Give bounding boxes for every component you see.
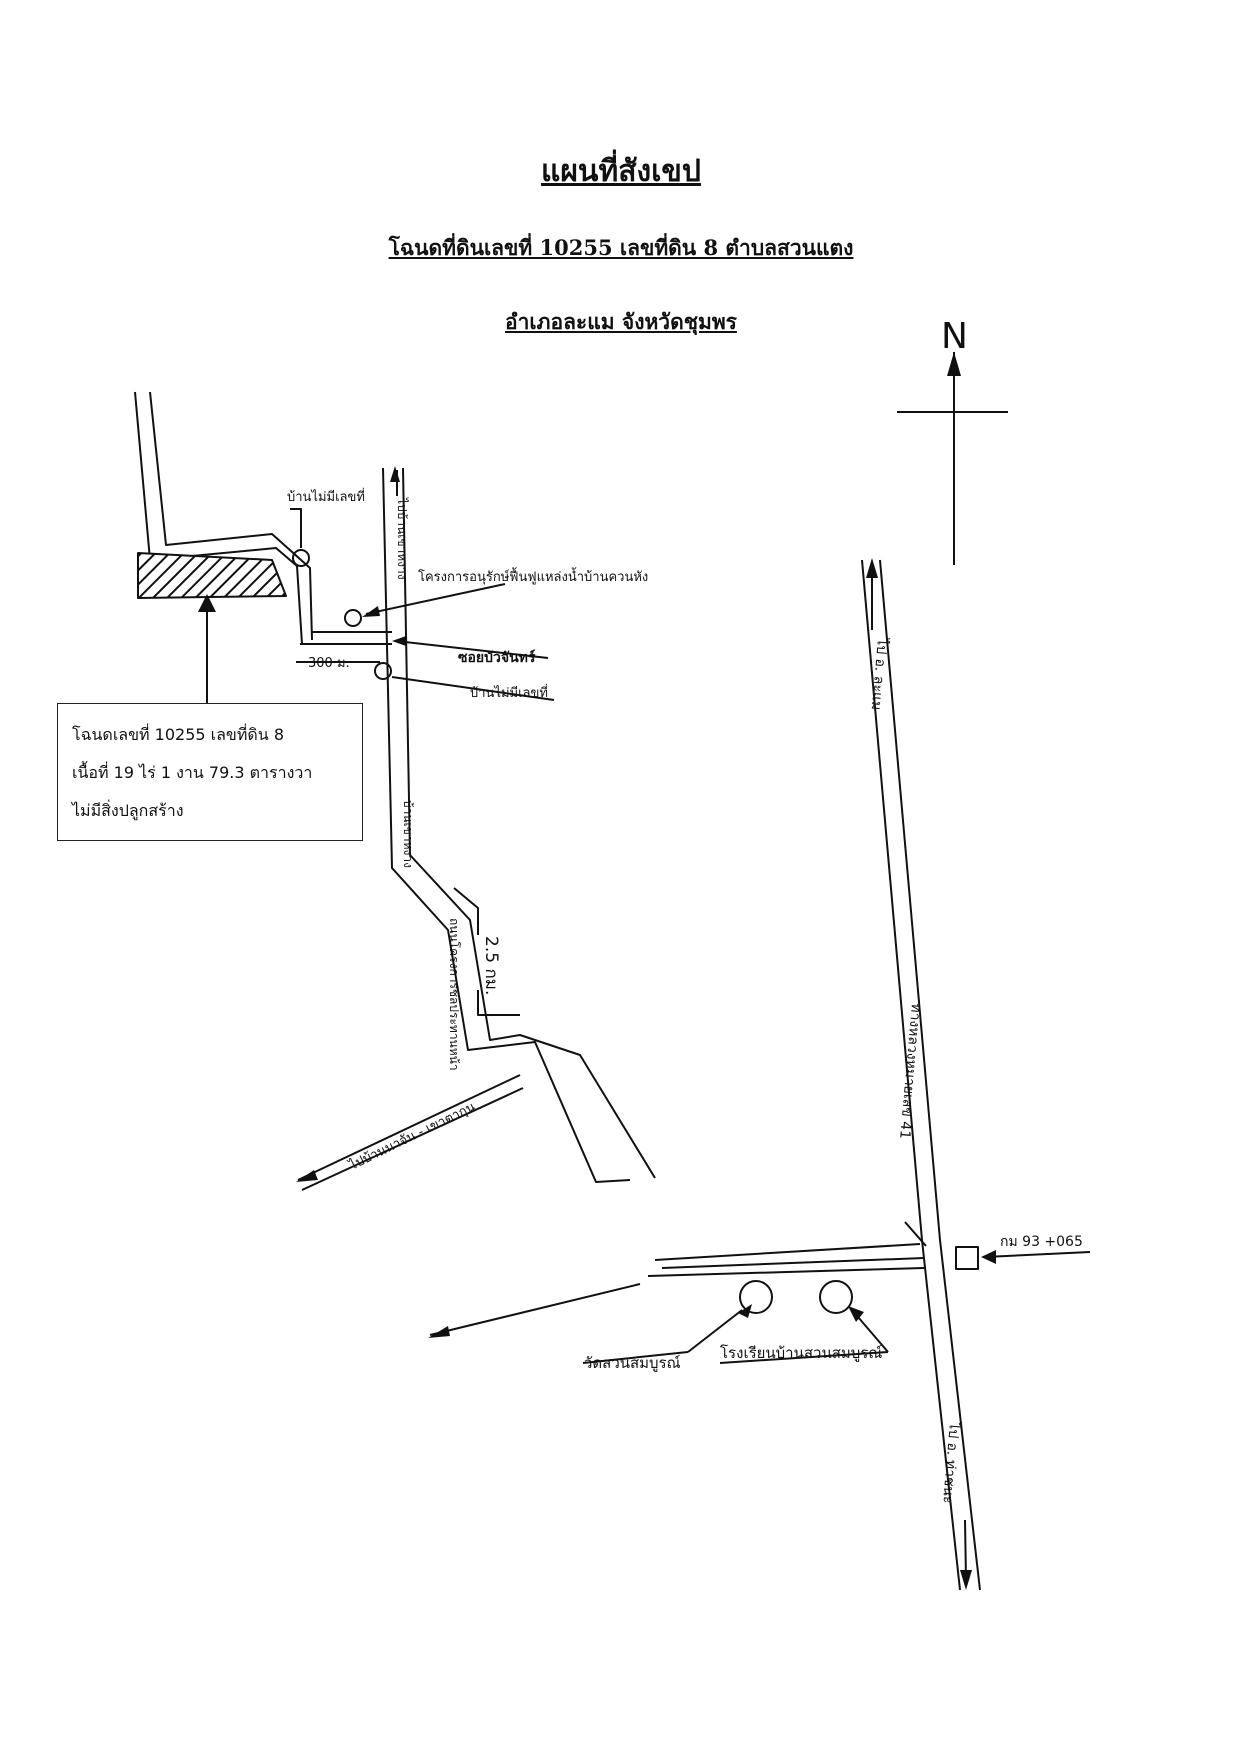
deed-info-line-1: โฉนดเลขที่ 10255 เลขที่ดิน 8: [72, 725, 284, 744]
road-left-boundary: [134, 391, 313, 645]
label-2-5km: 2.5 กม.: [481, 936, 501, 995]
school-marker: [819, 1280, 853, 1314]
label-300m: 300 ม.: [308, 656, 350, 671]
label-temple: วัดสวนสมบูรณ์: [584, 1354, 681, 1372]
label-road-inner: ถนนโครงการชลประทานหน้า: [447, 918, 461, 1071]
house-marker-bottom: [374, 662, 392, 680]
road-to-highway: [428, 1243, 925, 1338]
road-na-chan: [296, 1074, 524, 1191]
label-road-top: ไปบ้านเขาหงาง: [395, 497, 409, 580]
deed-info-line-2: เนื้อที่ 19 ไร่ 1 งาน 79.3 ตารางวา: [72, 763, 313, 782]
deed-info-box: โฉนดเลขที่ 10255 เลขที่ดิน 8 เนื้อที่ 19…: [57, 703, 363, 841]
label-house-bottom: บ้านไม่มีเลขที่: [470, 684, 548, 701]
water-project-marker: [344, 609, 362, 627]
label-soi: ซอยบัวจันทร์: [458, 649, 536, 666]
label-to-lamae: ไป อ. ละแม: [868, 637, 891, 711]
house-marker-top: [292, 549, 310, 567]
label-house-top: บ้านไม่มีเลขที่: [287, 488, 365, 505]
km-marker-box: [955, 1246, 979, 1270]
map-title: แผนที่สังเขป: [541, 154, 701, 189]
label-school: โรงเรียนบ้านสวนสมบูรณ์: [720, 1344, 882, 1362]
label-highway-41: ทางหลวงหมายเลข 41: [896, 1003, 924, 1140]
label-km-marker: กม 93 +065: [1000, 1234, 1083, 1250]
compass: [897, 352, 1008, 565]
label-north: N: [941, 316, 968, 357]
land-plot: [137, 552, 287, 599]
highway-41: [861, 558, 981, 1591]
village-road: [382, 466, 656, 1183]
label-road-mid: บ้านเขาหงาง: [401, 800, 415, 868]
district-subtitle: อำเภอละแม จังหวัดชุมพร: [505, 309, 737, 334]
label-road-na-chan: ไปบ้านนาจัน - เขาตากุน: [346, 1099, 478, 1174]
deed-subtitle: โฉนดที่ดินเลขที่ 10255 เลขที่ดิน 8 ตำบลส…: [388, 235, 854, 260]
plot-pointer-arrow: [198, 594, 216, 703]
deed-info-line-3: ไม่มีสิ่งปลูกสร้าง: [72, 801, 184, 820]
pointer-lines: [290, 508, 1091, 1364]
temple-marker: [739, 1280, 773, 1314]
label-water-project: โครงการอนุรักษ์ฟื้นฟูแหล่งน้ำบ้านควนหัง: [418, 567, 648, 585]
